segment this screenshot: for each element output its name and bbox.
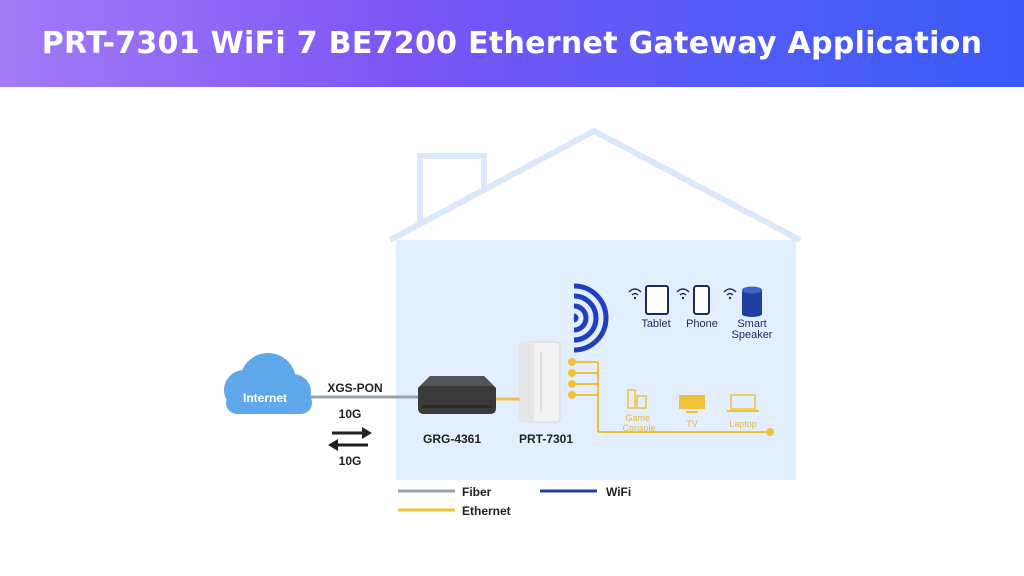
- house-body: [396, 240, 796, 480]
- phone-icon: [676, 285, 710, 315]
- bidirectional-arrows-icon: [328, 427, 372, 451]
- onu-label: GRG-4361: [423, 432, 481, 446]
- house-roof: [388, 127, 802, 243]
- smart-speaker-label-line2: Speaker: [732, 329, 773, 341]
- ethernet-client-label-tv: TV: [686, 419, 698, 429]
- laptop-icon: [727, 394, 759, 412]
- game-console-icon: [627, 389, 647, 409]
- wifi-client-label-phone: Phone: [686, 318, 718, 330]
- smart-speaker-icon: [723, 286, 762, 317]
- smart-speaker-label-line1: Smart: [737, 318, 766, 330]
- tablet-icon: [628, 285, 669, 315]
- game-console-label-line2: Console: [622, 423, 655, 433]
- ethernet-ports: [568, 358, 774, 436]
- downstream-speed-label: 10G: [339, 454, 362, 468]
- internet-label: Internet: [243, 391, 287, 405]
- gateway-device-icon: [519, 341, 561, 423]
- wifi-client-label-tablet: Tablet: [641, 318, 670, 330]
- upstream-speed-label: 10G: [339, 407, 362, 421]
- internet-cloud-icon: [224, 353, 312, 414]
- legend-fiber-label: Fiber: [462, 485, 492, 499]
- ethernet-client-label-laptop: Laptop: [729, 419, 757, 429]
- page-title: PRT-7301 WiFi 7 BE7200 Ethernet Gateway …: [41, 26, 983, 61]
- wifi-signal-icon: [573, 283, 609, 353]
- house: [388, 127, 802, 480]
- legend-ethernet-label: Ethernet: [462, 504, 511, 518]
- title-banner: PRT-7301 WiFi 7 BE7200 Ethernet Gateway …: [0, 0, 1024, 87]
- onu-device-icon: [418, 376, 496, 414]
- legend-wifi-label: WiFi: [606, 485, 631, 499]
- house-chimney: [417, 153, 487, 222]
- tv-icon: [679, 395, 705, 413]
- ethernet-client-label-game-console: Game Console: [622, 413, 655, 433]
- gateway-label: PRT-7301: [519, 432, 573, 446]
- link-technology-label: XGS-PON: [327, 381, 382, 395]
- game-console-label-line1: Game: [625, 413, 650, 423]
- legend: Fiber WiFi Ethernet: [398, 485, 631, 518]
